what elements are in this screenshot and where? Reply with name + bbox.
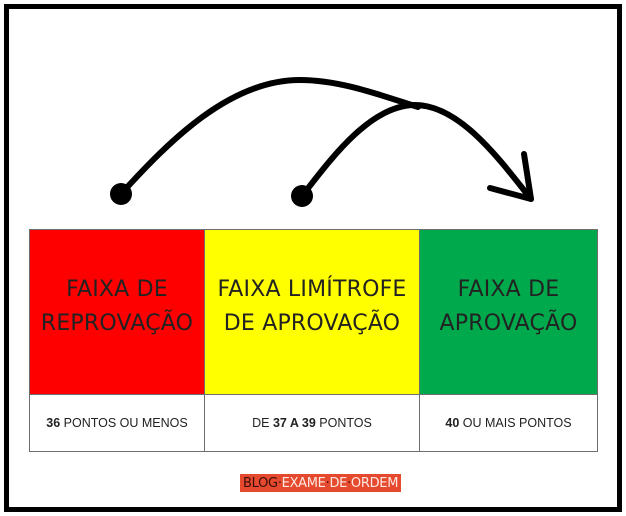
arrow-from-reprovacao	[118, 77, 421, 197]
logo-part-exame: EXAME	[281, 475, 326, 491]
logo-separator: ·	[347, 475, 351, 491]
range-bold: 37 A 39	[272, 416, 316, 430]
start-dot-limitrofe	[291, 185, 313, 207]
start-dot-reprovacao	[110, 183, 132, 205]
band-color-limitrofe: FAIXA LIMÍTROFE DE APROVAÇÃO	[205, 230, 419, 395]
range-text: PONTOS OU MENOS	[60, 416, 188, 430]
range-bold: 40	[445, 416, 460, 430]
band-reprovacao: FAIXA DE REPROVAÇÃO 36 PONTOS OU MENOS	[30, 230, 204, 451]
logo-separator: ·	[325, 475, 330, 491]
logo-part-ordem: ORDEM	[350, 475, 399, 491]
score-bands-table: FAIXA DE REPROVAÇÃO 36 PONTOS OU MENOS F…	[29, 229, 598, 452]
range-text: PONTOS	[315, 416, 372, 430]
range-prefix: DE	[252, 416, 273, 430]
range-text: OU MAIS PONTOS	[459, 416, 572, 430]
band-title: FAIXA DE APROVAÇÃO	[439, 277, 578, 336]
band-title: FAIXA LIMÍTROFE DE APROVAÇÃO	[217, 277, 407, 336]
band-limitrofe: FAIXA LIMÍTROFE DE APROVAÇÃO DE 37 A 39 …	[204, 230, 419, 451]
logo-part-de: DE	[329, 475, 348, 491]
watermark-logo: BLOG·EXAME·DE·ORDEM	[240, 474, 402, 492]
band-color-aprovacao: FAIXA DE APROVAÇÃO	[420, 230, 597, 395]
band-title: FAIXA DE REPROVAÇÃO	[40, 277, 194, 336]
logo-part-blog: BLOG	[243, 475, 278, 491]
band-aprovacao: FAIXA DE APROVAÇÃO 40 OU MAIS PONTOS	[419, 230, 597, 451]
band-color-reprovacao: FAIXA DE REPROVAÇÃO	[30, 230, 204, 395]
band-range: DE 37 A 39 PONTOS	[205, 395, 419, 451]
range-bold: 36	[46, 416, 61, 430]
band-range: 36 PONTOS OU MENOS	[30, 395, 204, 451]
arrowhead-icon	[487, 151, 534, 202]
arrow-from-limitrofe	[299, 102, 534, 202]
band-range: 40 OU MAIS PONTOS	[420, 395, 597, 451]
logo-separator: ·	[277, 475, 282, 491]
